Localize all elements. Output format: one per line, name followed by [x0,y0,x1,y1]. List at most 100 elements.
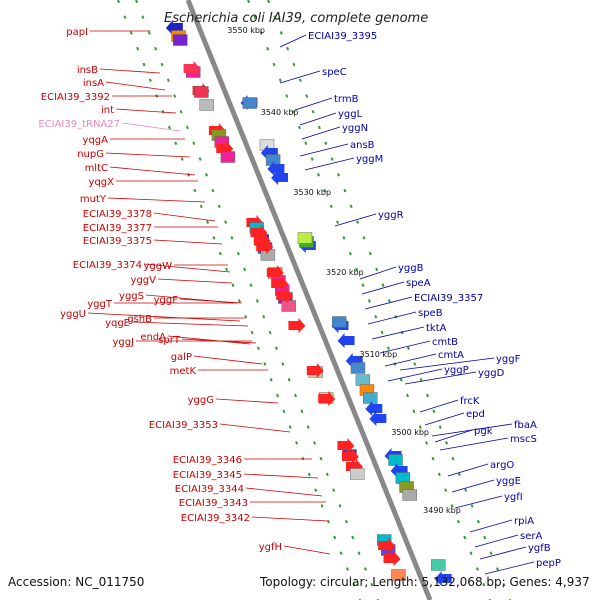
tick-label-3500-kbp: 3500 kbp [391,428,429,437]
genome-info-text: Topology: circular; Length: 5,132,068 bp… [259,575,590,589]
gene-feature-43 [337,333,355,348]
right-leader-yggd [404,371,477,385]
right-leader-yggn [301,126,341,140]
ruler-track-3 [247,0,491,600]
left-label-eciai39-3378: ECIAI39_3378 [83,209,152,220]
right-label-ygfb: ygfB [528,543,551,554]
accession-text: Accession: NC_011750 [8,575,144,589]
right-label-yggm: yggM [356,154,383,165]
tick-label-3510-kbp: 3510 kbp [359,350,397,359]
gene-feature-42 [332,316,347,328]
right-leader-cmtb [379,340,431,354]
tick-label-3530-kbp: 3530 kbp [293,188,331,197]
right-label-pgk: pgk [474,426,493,437]
right-label-pepp: pepP [536,558,561,569]
left-label-yggt: yggT [87,299,113,310]
right-label-yggp: yggP [444,365,469,376]
left-leader-eciai39-3345 [243,473,319,479]
map-title: Escherichia coli IAI39, complete genome [164,11,428,26]
gene-feature-72 [434,571,452,586]
tick-label-3540-kbp: 3540 kbp [261,108,299,117]
gene-feature-15 [220,151,236,163]
right-label-fbaa: fbaA [514,420,537,431]
left-label-yggu: yggU [60,309,86,320]
left-leader-yggf [179,298,243,304]
left-label-sprt: sprT [158,335,181,346]
right-leader-epd [424,412,465,426]
ruler-track-2 [135,0,379,600]
gene-feature-48 [363,392,378,404]
right-label-eciai39-3395: ECIAI39_3395 [308,31,377,42]
left-label-yqge: yqgE [105,318,130,329]
left-label-eciai39-3353: ECIAI39_3353 [149,420,218,431]
left-label-enda: endA [140,332,166,343]
left-label-yggs: yggS [119,291,144,302]
right-label-ansb: ansB [350,140,375,151]
right-leader-rpia [469,519,513,533]
gene-feature-7 [194,86,209,98]
right-label-argo: argO [490,460,514,471]
gene-feature-5 [183,61,201,76]
left-leader-enda [167,335,251,345]
right-label-cmtb: cmtB [432,337,458,348]
left-label-eciai39-3345: ECIAI39_3345 [173,470,242,481]
left-leader-galp [193,355,263,365]
gene-feature-39 [276,288,294,303]
left-leader-sprt [181,338,257,344]
gene-feature-45 [350,362,366,374]
left-label-galp: galP [171,352,192,363]
left-label-gshb: gshB [127,314,152,325]
left-label-eciai39-3343: ECIAI39_3343 [179,498,248,509]
left-label-nupg: nupG [77,149,104,160]
ruler-track-4 [267,0,511,600]
right-label-sera: serA [520,531,542,542]
right-leader-cmta [384,353,437,367]
ruler-layer [117,0,511,600]
left-label-eciai39-trna27: ECIAI39_tRNA27 [38,119,120,130]
left-label-eciai39-3374: ECIAI39_3374 [73,260,142,271]
left-label-eciai39-3392: ECIAI39_3392 [41,92,110,103]
right-label-rpia: rpiA [514,516,534,527]
left-leader-ygfh [283,545,331,555]
left-leader-yggv [157,278,233,284]
left-leader-eciai39-3375 [153,239,223,245]
gene-feature-31 [297,232,313,244]
left-leader-eciai39-3378 [153,212,216,222]
right-leader-yggm [304,157,355,171]
label-layer: papIinsBinsAECIAI39_3392intECIAI39_tRNA2… [38,27,561,569]
gene-feature-28 [256,239,274,254]
right-label-ygge: yggE [496,476,521,487]
gene-feature-65 [350,468,365,480]
right-leader-yggl [299,112,337,126]
gene-feature-19 [267,161,285,176]
left-leader-eciai39-3344 [245,487,323,497]
tick-label-3550-kbp: 3550 kbp [227,26,265,35]
left-label-eciai39-3344: ECIAI39_3344 [175,484,244,495]
right-label-ygfi: ygfI [504,492,523,503]
left-leader-eciai39-3342 [251,516,329,522]
right-leader-argo [447,463,489,477]
left-label-yqga: yqgA [83,135,109,146]
left-leader-insa [105,81,166,91]
feature-layer [165,20,452,586]
right-label-frck: frcK [460,396,480,407]
right-leader-pgk [434,429,473,443]
gene-feature-8 [199,99,214,111]
right-label-cmta: cmtA [438,350,464,361]
left-label-eciai39-3342: ECIAI39_3342 [181,513,250,524]
gene-feature-20 [271,170,289,185]
right-leader-spea [361,281,405,295]
left-label-yggj: yggJ [112,337,134,348]
right-label-eciai39-3357: ECIAI39_3357 [414,293,483,304]
left-label-muty: mutY [80,194,107,205]
gene-feature-50 [369,411,387,426]
left-leader-mltc [109,166,196,176]
right-leader-ygfb [479,546,527,560]
leader-layer [87,30,535,575]
left-leader-eciai39-3374 [143,263,231,273]
right-leader-ansb [299,143,349,157]
right-label-yggb: yggB [398,263,424,274]
